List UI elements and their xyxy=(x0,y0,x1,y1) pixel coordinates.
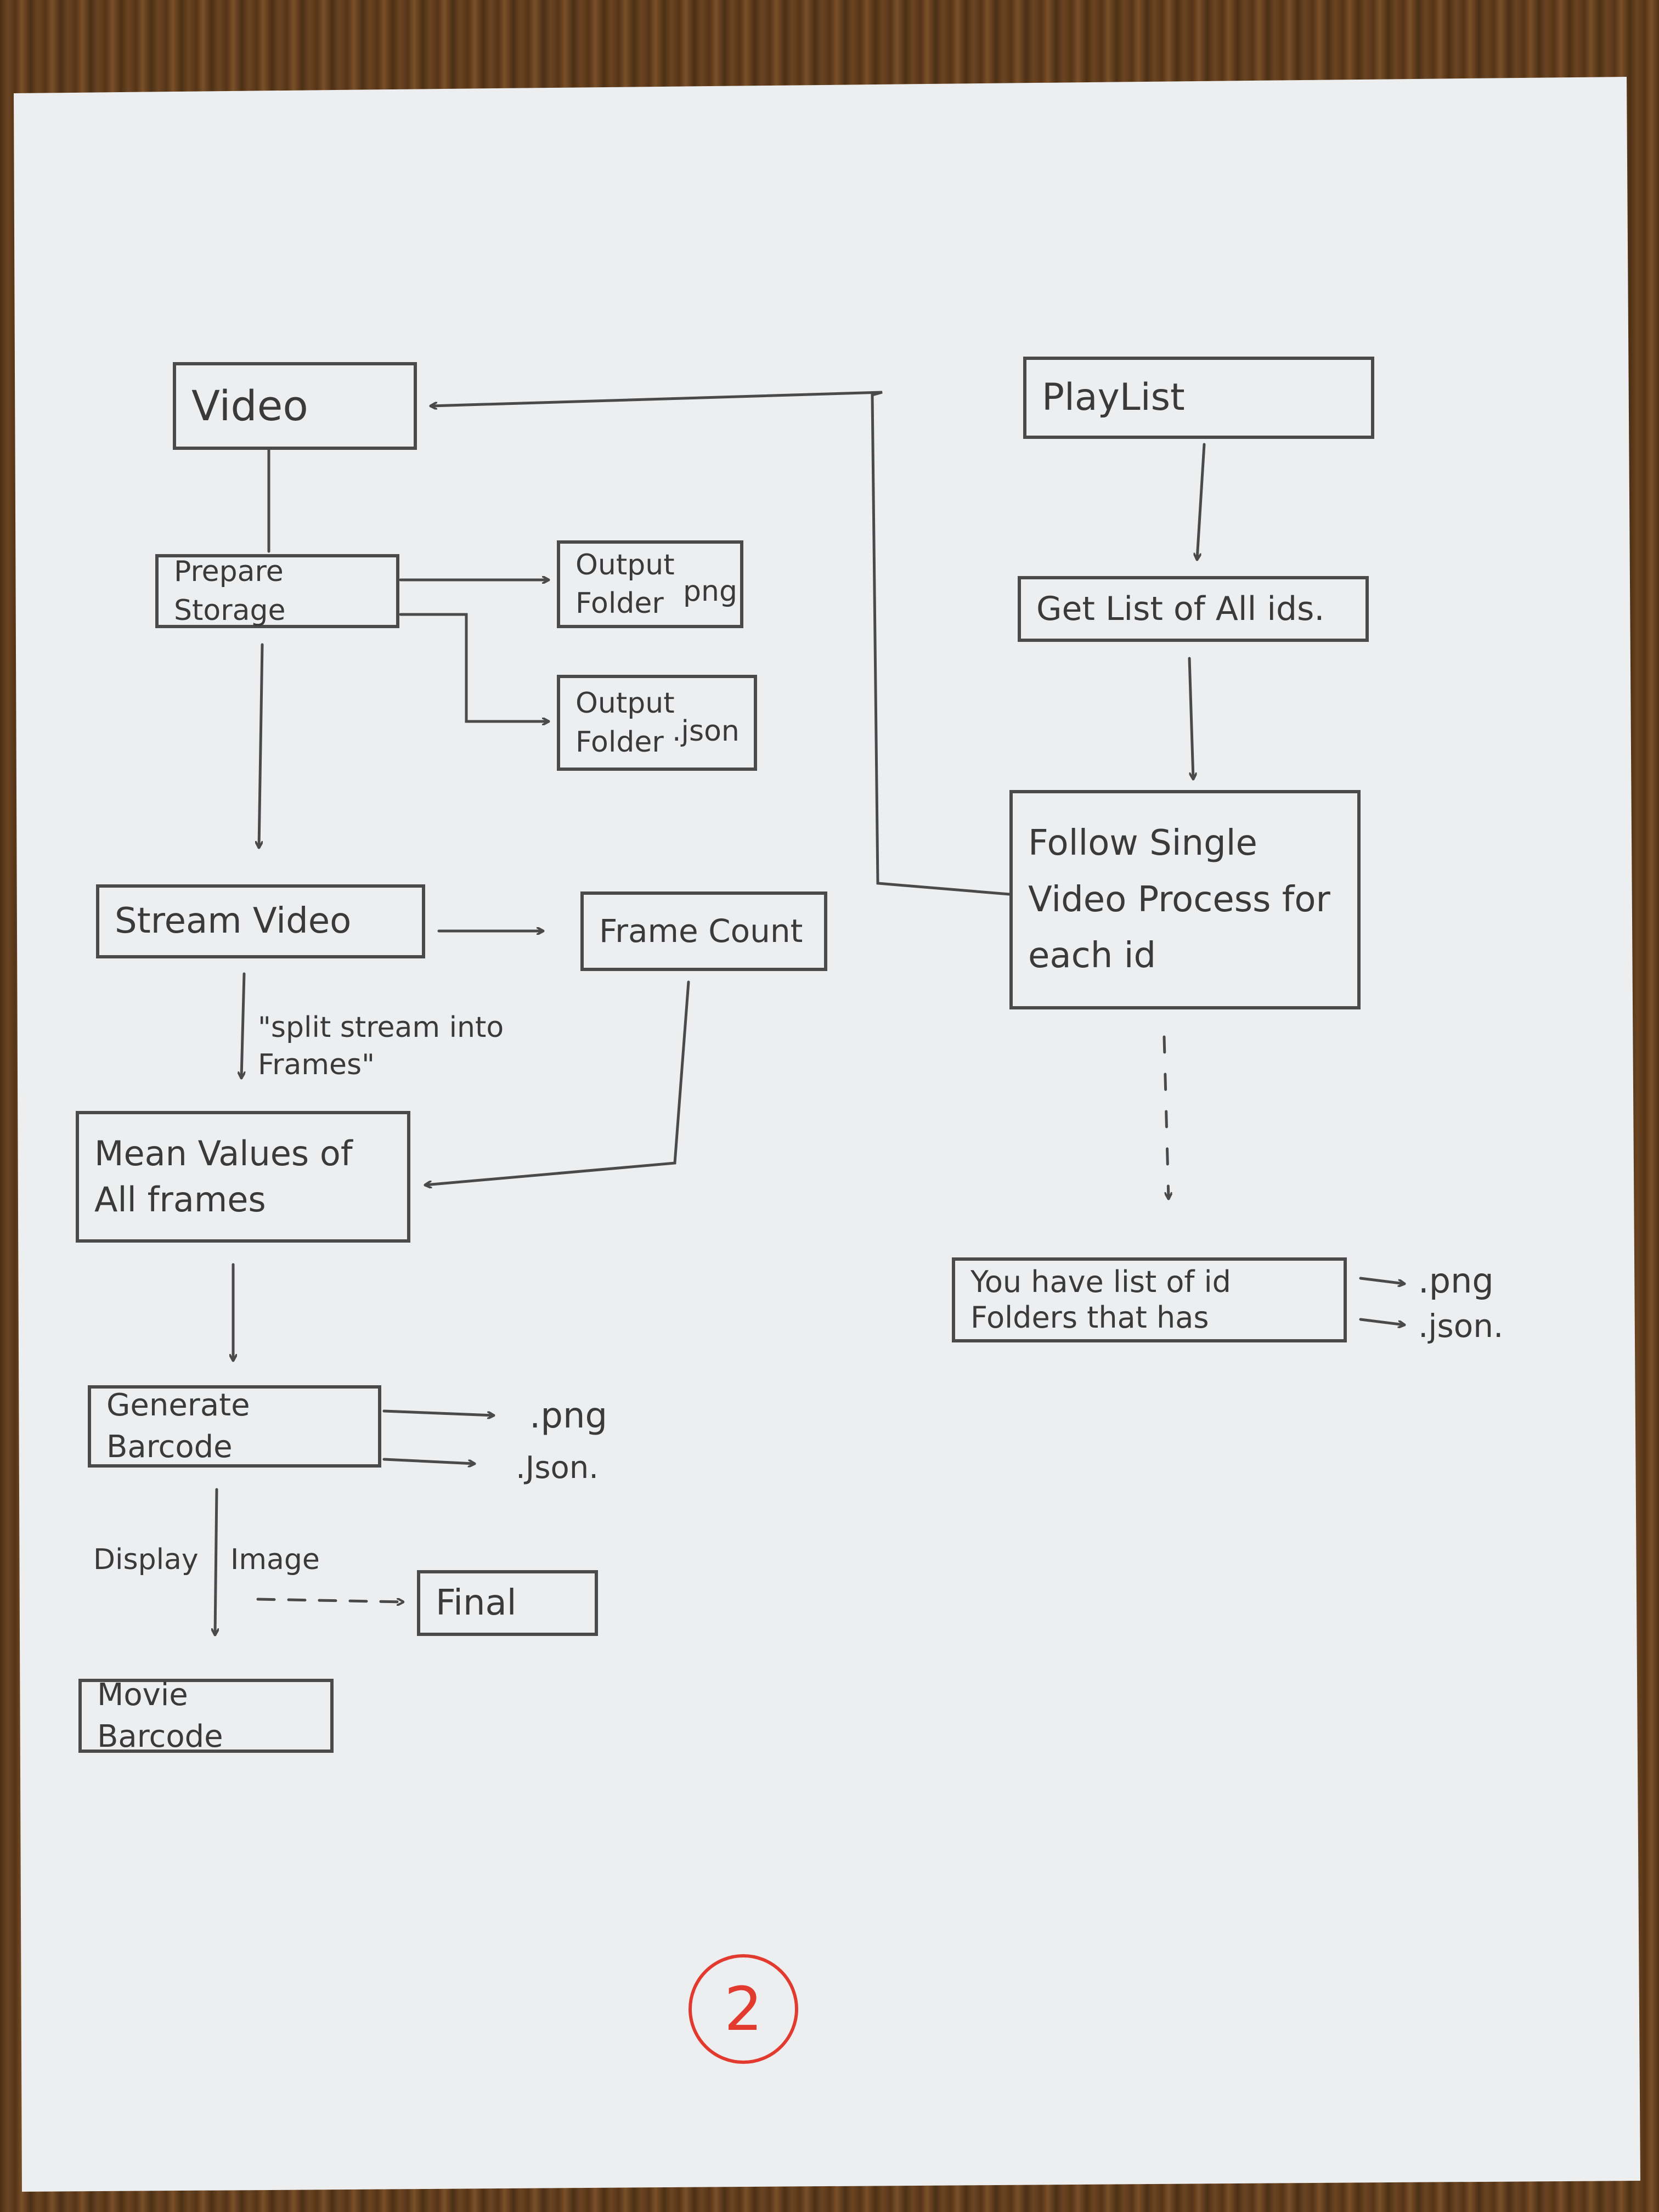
node-output-folder-json: Output Folder xyxy=(557,675,757,771)
edge-getlist-follow xyxy=(1188,657,1193,781)
edge-prepare-stream xyxy=(259,643,264,849)
edge-follow-result xyxy=(1163,1035,1169,1200)
label-result-png: .png xyxy=(1418,1261,1494,1301)
edge-framecount-mean xyxy=(425,980,690,1185)
node-generate-barcode: Generate Barcode xyxy=(88,1385,381,1468)
node-playlist: PlayList xyxy=(1023,357,1374,439)
edge-follow-video xyxy=(429,391,1011,896)
label-image: Image xyxy=(230,1543,320,1576)
node-output-folder-png: Output Folder xyxy=(557,540,743,628)
label-barcode-png: .png xyxy=(529,1396,608,1436)
node-follow-single: Follow Single Video Process for each id xyxy=(1009,790,1361,1009)
edge-result-json xyxy=(1359,1318,1404,1325)
paper-shape xyxy=(14,77,1640,2192)
node-stream-video: Stream Video xyxy=(96,884,425,958)
node-frame-count: Frame Count xyxy=(580,891,827,971)
node-get-list-ids: Get List of All ids. xyxy=(1018,576,1369,642)
label-display: Display xyxy=(93,1543,199,1576)
page-number-circle: 2 xyxy=(689,1954,798,2064)
edge-generate-png xyxy=(382,1409,495,1415)
node-output-folder-json-ext: .json xyxy=(672,715,740,748)
node-movie-barcode: Movie Barcode xyxy=(78,1677,334,1754)
edge-prepare-output-json xyxy=(399,613,550,721)
node-final: Final xyxy=(417,1570,598,1636)
edge-display-final xyxy=(256,1598,405,1602)
node-output-folder-png-ext: png xyxy=(683,575,737,608)
node-video: Video xyxy=(173,362,417,450)
label-result-json: .json. xyxy=(1418,1307,1504,1345)
edge-result-png xyxy=(1359,1277,1404,1284)
node-you-have-list: You have list of id Folders that has xyxy=(952,1257,1347,1342)
label-barcode-json: .Json. xyxy=(516,1450,599,1486)
node-prepare-storage: Prepare Storage xyxy=(155,554,399,628)
edge-stream-mean xyxy=(241,972,246,1080)
edge-generate-moviebarcode xyxy=(215,1488,217,1637)
edge-generate-json xyxy=(382,1458,476,1464)
label-split-stream: "split stream into Frames" xyxy=(258,1011,504,1081)
edge-playlist-getlist xyxy=(1197,443,1206,561)
node-mean-values: Mean Values of All frames xyxy=(76,1111,410,1243)
